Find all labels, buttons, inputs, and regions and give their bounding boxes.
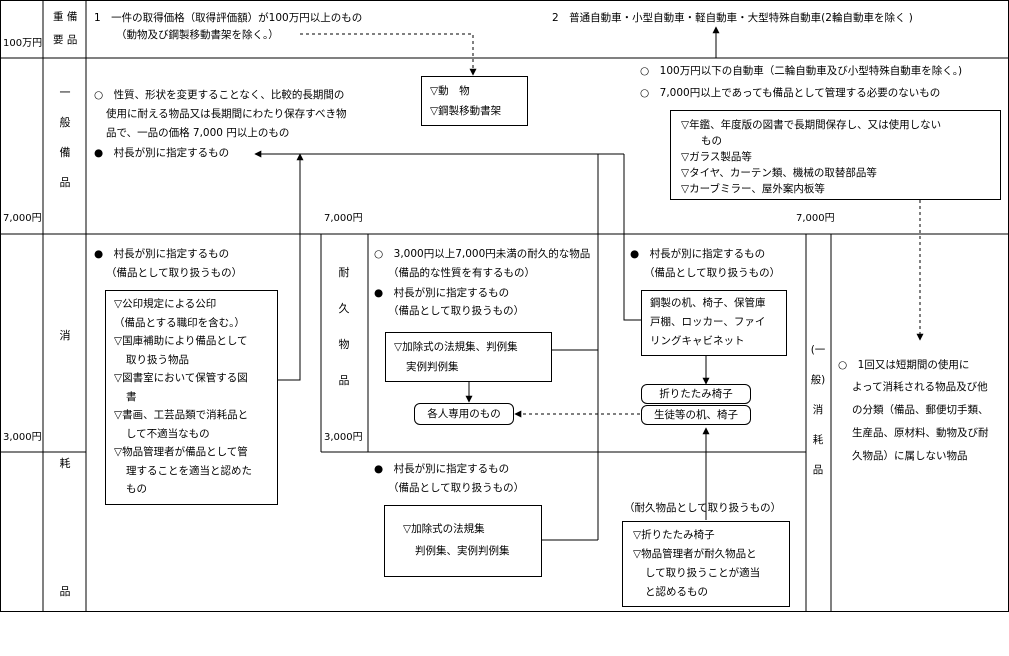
- lower-right-label: （耐久物品として取り扱うもの）: [624, 502, 782, 514]
- box-oritatami-taikyuu: ▽折りたたみ椅子 ▽物品管理者が耐久物品と して取り扱うことが適当 と認めるもの: [622, 521, 790, 607]
- threshold-3000-left: 3,000円: [3, 432, 42, 443]
- koin-line6: 書: [126, 390, 137, 403]
- box-animals-line: ▽動 物: [430, 85, 470, 97]
- shomou-left-shitei: ● 村長が別に指定するもの: [94, 248, 230, 260]
- ippan-bihin-def-line1: ○ 性質、形状を変更することなく、比較的長期間の: [94, 89, 345, 101]
- oritatami2-line3: して取り扱うことが適当: [645, 567, 761, 579]
- exclusions-line1: ▽年鑑、年度版の図書で長期間保存し、又は使用しない: [681, 119, 942, 131]
- shomou-left-shitei-sub: （備品として取り扱うもの）: [106, 267, 243, 279]
- koin-line1: ▽公印規定による公印: [114, 298, 217, 310]
- threshold-100man-label: 100万円: [3, 38, 43, 49]
- koin-line8: して不適当なもの: [126, 427, 210, 440]
- row-label-ippan-shomou: (一般)消耗品: [810, 344, 826, 476]
- kajo2-line1: ▽加除式の法規集: [403, 523, 485, 535]
- threshold-7000-left: 7,000円: [3, 213, 42, 224]
- ippan-bihin-def-line2: 使用に耐える物品又は長期間にわたり保存すべき物: [106, 108, 347, 120]
- oritatami2-line1: ▽折りたたみ椅子: [633, 529, 715, 541]
- threshold-3000-mid: 3,000円: [324, 432, 363, 443]
- taikyuu-def-line2: （備品的な性質を有するもの）: [388, 267, 535, 279]
- vehicles-line1: ○ 100万円以下の自動車（二輪自動車及び小型特殊自動車を除く。): [640, 65, 963, 77]
- box-koin-list: ▽公印規定による公印 （備品とする職印を含む。） ▽国庫補助により備品として 取…: [105, 290, 278, 505]
- exclusions-line3: ▽ガラス製品等: [681, 151, 752, 163]
- shomou-def-line2: よって消耗される物品及び他: [852, 381, 988, 393]
- lower-mid-shitei: ● 村長が別に指定するもの: [374, 463, 510, 475]
- ippan-bihin-shitei: ● 村長が別に指定するもの: [94, 147, 230, 159]
- header-col2-label: 要 品: [53, 34, 78, 46]
- oritatami2-line4: と認めるもの: [645, 586, 708, 598]
- box-oritatami-isu: 折りたたみ椅子: [641, 384, 751, 404]
- koin-line2: （備品とする職印を含む。）: [114, 316, 245, 329]
- box-kajo-houki-1: ▽加除式の法規集、判例集 実例判例集: [385, 332, 552, 382]
- box-seito-tsukue: 生徒等の机、椅子: [641, 405, 751, 425]
- shomou-def-line3: の分類（備品、郵便切手類、: [852, 404, 989, 416]
- box-kakujin-senyou: 各人専用のもの: [414, 403, 514, 425]
- box-animals-shelves: ▽動 物 ▽鋼製移動書架: [421, 76, 528, 126]
- kousei-line1: 鋼製の机、椅子、保管庫: [650, 297, 766, 309]
- kajo1-line2: 実例判例集: [406, 361, 459, 373]
- kajo1-line1: ▽加除式の法規集、判例集: [394, 341, 518, 353]
- criterion-1-text: 1 一件の取得価格（取得評価額）が100万円以上のもの: [94, 12, 363, 24]
- koin-line3: ▽国庫補助により備品として: [114, 335, 248, 347]
- koin-line9: ▽物品管理者が備品として管: [114, 446, 248, 458]
- box-kousei-tsukue: 鋼製の机、椅子、保管庫 戸棚、ロッカー、ファイ リングキャビネット: [641, 290, 787, 356]
- threshold-7000-right: 7,000円: [796, 213, 835, 224]
- kousei-line2: 戸棚、ロッカー、ファイ: [650, 316, 766, 328]
- exclusions-line2: もの: [701, 135, 722, 147]
- row-label-ippan-bihin: 一般備品: [59, 86, 71, 189]
- row-label-shomou-hin: 消耗品: [59, 329, 71, 598]
- ippan-bihin-def-line3: 品で、一品の価格 7,000 円以上のもの: [106, 127, 290, 139]
- kajo2-line2: 判例集、実例判例集: [415, 545, 510, 557]
- criterion-1-sub: （動物及び鋼製移動書架を除く。）: [116, 29, 279, 41]
- taikyuu-shitei-sub: （備品として取り扱うもの）: [388, 305, 525, 317]
- box-exclusions: ▽年鑑、年度版の図書で長期間保存し、又は使用しない もの ▽ガラス製品等 ▽タイ…: [670, 110, 1001, 200]
- shomou-def-line1: ○ 1回又は短期間の使用に: [838, 359, 970, 371]
- kousei-line3: リングキャビネット: [650, 335, 745, 347]
- box-shelves-line: ▽鋼製移動書架: [430, 105, 502, 117]
- taikyuu-shitei: ● 村長が別に指定するもの: [374, 287, 510, 299]
- exclusions-line5: ▽カーブミラー、屋外案内板等: [681, 183, 825, 195]
- shomou-def-line5: 久物品）に属しない物品: [852, 450, 968, 462]
- criterion-2-text: 2 普通自動車・小型自動車・軽自動車・大型特殊自動車(2輪自動車を除く ): [552, 12, 913, 24]
- oritatami2-line2: ▽物品管理者が耐久物品と: [633, 548, 757, 560]
- shomou-def-line4: 生産品、原材料、動物及び耐: [852, 427, 989, 439]
- threshold-7000-mid: 7,000円: [324, 213, 363, 224]
- koin-line5: ▽図書室において保管する図: [114, 372, 248, 384]
- koin-line10: 理することを適当と認めた: [126, 464, 252, 477]
- box-kajo-houki-2: ▽加除式の法規集 判例集、実例判例集: [384, 505, 542, 577]
- right-shitei: ● 村長が別に指定するもの: [630, 248, 766, 260]
- koin-line7: ▽書画、工芸品類で消耗品と: [114, 409, 249, 421]
- row-label-taikyuu-buppin: 耐久物品: [338, 266, 350, 387]
- right-shitei-sub: （備品として取り扱うもの）: [644, 267, 781, 279]
- exclusions-line4: ▽タイヤ、カーテン類、機械の取替部品等: [681, 167, 877, 179]
- taikyuu-def-line1: ○ 3,000円以上7,000円未満の耐久的な物品: [374, 248, 591, 260]
- koin-line4: 取り扱う物品: [126, 353, 189, 366]
- vehicles-line2: ○ 7,000円以上であっても備品として管理する必要のないもの: [640, 87, 941, 99]
- header-col1-label: 重 備: [53, 11, 78, 23]
- koin-line11: もの: [126, 483, 147, 495]
- lower-mid-shitei-sub: （備品として取り扱うもの）: [388, 482, 525, 494]
